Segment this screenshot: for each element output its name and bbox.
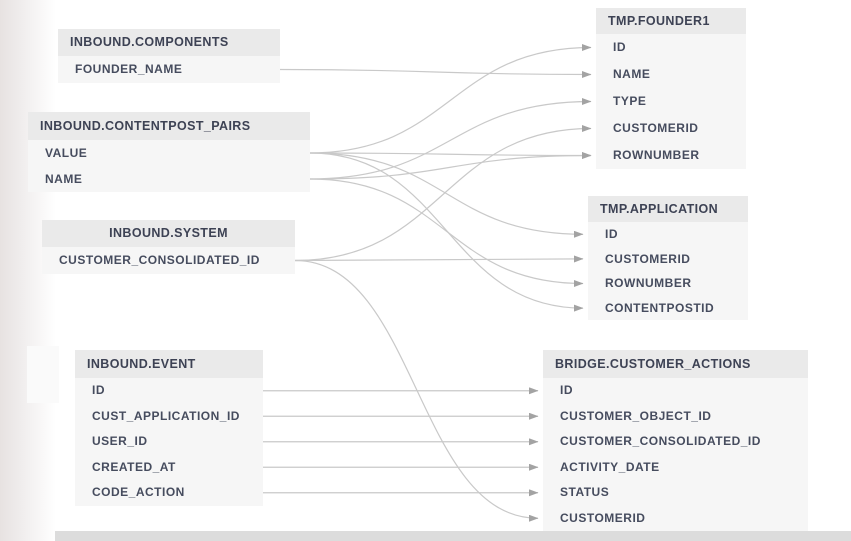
table-title[interactable]: INBOUND.CONTENTPOST_PAIRS bbox=[28, 112, 310, 140]
field-bridge-customer-actions-customer_consolidated_id[interactable]: CUSTOMER_CONSOLIDATED_ID bbox=[560, 434, 761, 448]
table-bridge-customer-actions[interactable]: BRIDGE.CUSTOMER_ACTIONS ID CUSTOMER_OBJECT… bbox=[543, 350, 808, 531]
connection-inbound-contentpost-pairs-name-to-tmp-founder1-rownumber bbox=[309, 152, 592, 180]
field-bridge-customer-actions-customerid[interactable]: CUSTOMERID bbox=[560, 510, 646, 525]
field-inbound-event-code_action[interactable]: CODE_ACTION bbox=[92, 485, 185, 499]
field-inbound-contentpost-pairs-name[interactable]: NAME bbox=[45, 172, 83, 186]
table-fields: ID CUSTOMERID ROWNUMBER CONTENTPOSTID bbox=[588, 222, 748, 321]
field-inbound-event-created_at[interactable]: CREATED_AT bbox=[92, 459, 176, 474]
partial-offscreen-node bbox=[27, 346, 59, 403]
field-bridge-customer-actions-activity_date[interactable]: ACTIVITY_DATE bbox=[560, 459, 660, 474]
field-tmp-founder1-name[interactable]: NAME bbox=[613, 67, 651, 81]
table-title[interactable]: INBOUND.COMPONENTS bbox=[58, 29, 280, 56]
table-fields: FOUNDER_NAME bbox=[58, 56, 280, 83]
connection-inbound-system-customer_consolidated_id-to-tmp-founder1-customerid bbox=[294, 125, 592, 262]
field-inbound-event-id[interactable]: ID bbox=[92, 383, 105, 397]
field-tmp-founder1-id[interactable]: ID bbox=[613, 40, 626, 54]
field-tmp-application-rownumber[interactable]: ROWNUMBER bbox=[605, 276, 692, 291]
table-inbound-components[interactable]: INBOUND.COMPONENTS FOUNDER_NAME bbox=[58, 29, 280, 83]
connection-inbound-contentpost-pairs-name-to-tmp-founder1-type bbox=[309, 98, 592, 180]
connection-inbound-contentpost-pairs-name-to-tmp-application-rownumber bbox=[309, 178, 584, 287]
table-title[interactable]: TMP.FOUNDER1 bbox=[596, 8, 746, 34]
connection-inbound-contentpost-pairs-value-to-tmp-application-id bbox=[309, 152, 584, 238]
field-bridge-customer-actions-customer_object_id[interactable]: CUSTOMER_OBJECT_ID bbox=[560, 408, 712, 423]
field-tmp-application-contentpostid[interactable]: CONTENTPOSTID bbox=[605, 300, 715, 315]
table-inbound-contentpost-pairs[interactable]: INBOUND.CONTENTPOST_PAIRS VALUE NAME bbox=[28, 112, 310, 192]
field-tmp-founder1-rownumber[interactable]: ROWNUMBER bbox=[613, 148, 700, 162]
field-tmp-application-customerid[interactable]: CUSTOMERID bbox=[605, 251, 691, 266]
table-fields: VALUE NAME bbox=[28, 140, 310, 192]
table-title[interactable]: TMP.APPLICATION bbox=[588, 196, 748, 222]
table-tmp-application[interactable]: TMP.APPLICATION ID CUSTOMERID ROWNUMBER CONT… bbox=[588, 196, 748, 321]
table-fields: ID CUSTOMER_OBJECT_ID CUSTOMER_CONSOLIDATE… bbox=[543, 378, 808, 531]
table-fields: ID CUST_APPLICATION_ID USER_ID CREATED_AT CO… bbox=[75, 378, 263, 506]
table-inbound-event[interactable]: INBOUND.EVENT ID CUST_APPLICATION_ID USER_I… bbox=[75, 350, 263, 506]
field-tmp-founder1-customerid[interactable]: CUSTOMERID bbox=[613, 121, 699, 135]
field-inbound-system-customer_consolidated_id[interactable]: CUSTOMER_CONSOLIDATED_ID bbox=[59, 253, 260, 267]
connection-inbound-system-customer_consolidated_id-to-bridge-customer-actions-customerid bbox=[294, 259, 539, 522]
connection-inbound-contentpost-pairs-value-to-tmp-application-contentpostid bbox=[309, 152, 584, 312]
table-fields: ID NAME TYPE CUSTOMERID ROWNUMBER bbox=[596, 34, 746, 169]
field-inbound-event-user_id[interactable]: USER_ID bbox=[92, 434, 148, 448]
connection-inbound-contentpost-pairs-value-to-tmp-founder1-id bbox=[309, 44, 592, 154]
table-title[interactable]: INBOUND.SYSTEM bbox=[42, 220, 295, 247]
connection-inbound-components-founder_name-to-tmp-founder1-name bbox=[279, 68, 592, 78]
connection-inbound-contentpost-pairs-value-to-tmp-founder1-rownumber bbox=[309, 151, 592, 159]
connection-inbound-system-customer_consolidated_id-to-tmp-application-customerid bbox=[294, 255, 584, 263]
field-inbound-event-cust_application_id[interactable]: CUST_APPLICATION_ID bbox=[92, 408, 240, 423]
field-inbound-contentpost-pairs-value[interactable]: VALUE bbox=[45, 146, 88, 160]
table-fields: CUSTOMER_CONSOLIDATED_ID bbox=[42, 247, 295, 274]
table-title[interactable]: INBOUND.EVENT bbox=[75, 350, 263, 378]
field-tmp-application-id[interactable]: ID bbox=[605, 227, 618, 241]
field-tmp-founder1-type[interactable]: TYPE bbox=[613, 94, 647, 108]
table-title[interactable]: BRIDGE.CUSTOMER_ACTIONS bbox=[543, 350, 808, 378]
field-inbound-components-founder_name[interactable]: FOUNDER_NAME bbox=[75, 62, 183, 76]
field-bridge-customer-actions-id[interactable]: ID bbox=[560, 383, 573, 397]
field-bridge-customer-actions-status[interactable]: STATUS bbox=[560, 485, 610, 499]
table-inbound-system[interactable]: INBOUND.SYSTEM CUSTOMER_CONSOLIDATED_ID bbox=[42, 220, 295, 274]
bottom-scrollbar-track[interactable] bbox=[55, 531, 851, 541]
